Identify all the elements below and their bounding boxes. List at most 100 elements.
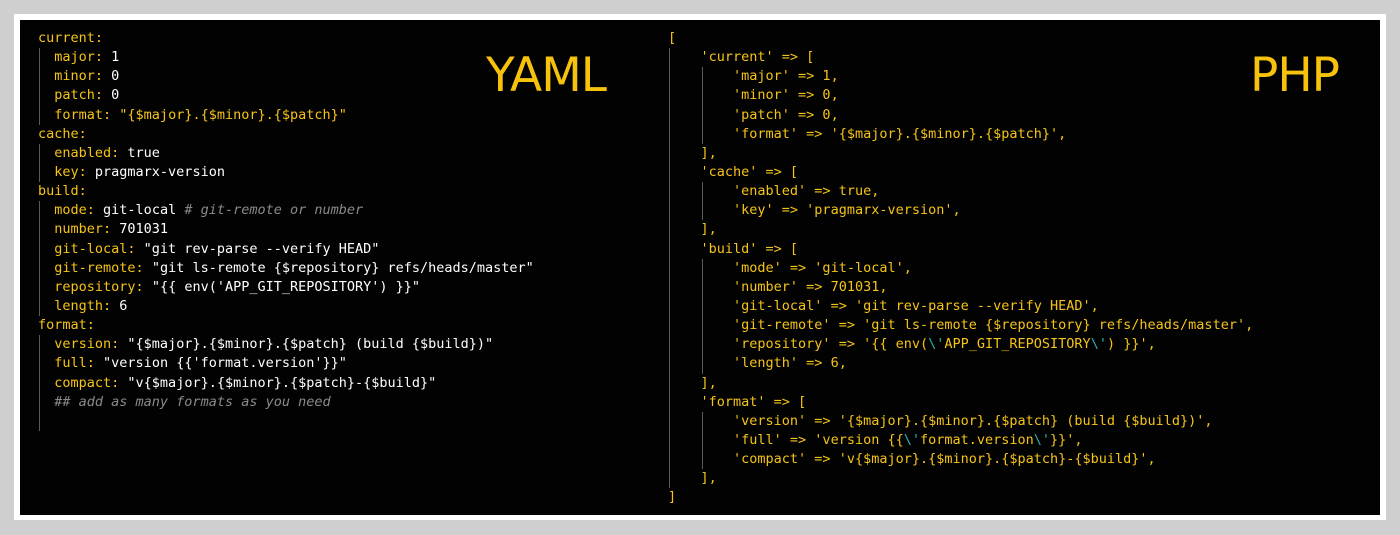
indent-space (668, 394, 701, 410)
indent-space (668, 68, 733, 84)
indent-guide (669, 335, 670, 355)
code-line: enabled: true (38, 143, 534, 163)
yaml-code-pane: current: major: 1 minor: 0 patch: 0 form… (20, 20, 660, 515)
code-token: ] (668, 489, 677, 506)
indent-space (38, 202, 54, 218)
indent-guide (669, 316, 670, 336)
indent-space (38, 221, 54, 237)
indent-space (668, 202, 733, 218)
indent-guide (701, 67, 703, 87)
indent-guide (669, 182, 670, 202)
code-line: 'enabled' => true, (668, 182, 1253, 202)
code-token: format: (38, 317, 95, 334)
indent-space (668, 107, 733, 123)
code-token: 'key' => 'pragmarx-version', (733, 202, 961, 219)
indent-guide (39, 86, 40, 106)
code-token: mode: (54, 202, 104, 219)
code-token: 0 (111, 68, 120, 85)
code-line: 'repository' => '{{ env(\'APP_GIT_REPOSI… (668, 335, 1253, 355)
code-line: 'format' => [ (668, 392, 1253, 412)
code-token: 'mode' => 'git-local', (733, 259, 912, 276)
code-line: 'format' => '{$major}.{$minor}.{$patch}'… (668, 124, 1253, 144)
code-token: 'cache' => [ (700, 163, 799, 180)
code-token: major: (54, 49, 112, 66)
yaml-code-block: current: major: 1 minor: 0 patch: 0 form… (38, 29, 534, 431)
indent-guide (669, 392, 670, 412)
code-line: 'current' => [ (668, 48, 1253, 68)
code-token: key: (54, 163, 95, 180)
indent-guide (39, 48, 40, 68)
indent-guide (669, 220, 670, 240)
code-token: }}', (1050, 431, 1083, 448)
indent-guide (669, 258, 670, 278)
code-token: compact: (54, 374, 128, 391)
indent-guide (701, 258, 703, 278)
indent-guide (39, 162, 40, 183)
code-line: git-remote: "git ls-remote {$repository}… (38, 258, 534, 278)
code-token: full: (54, 355, 104, 372)
code-token: APP_GIT_REPOSITORY (944, 336, 1091, 353)
code-line: key: pragmarx-version (38, 162, 534, 183)
code-token: build: (38, 183, 87, 200)
indent-guide (701, 430, 703, 451)
php-title: PHP (1250, 48, 1340, 103)
indent-guide (39, 392, 40, 412)
code-token: "v{$major}.{$minor}.{$patch}-{$build}" (127, 374, 437, 391)
code-token: true (127, 144, 160, 161)
code-token: \' (928, 336, 945, 353)
code-token: 'repository' => '{{ env( (733, 336, 929, 353)
indent-guide (669, 469, 670, 489)
code-line: version: "{$major}.{$minor}.{$patch} (bu… (38, 335, 534, 355)
indent-guide (669, 239, 670, 259)
indent-space (668, 260, 733, 276)
code-token: # git-remote or number (184, 202, 364, 219)
indent-space (38, 241, 54, 257)
code-token: ], (700, 144, 717, 161)
code-line: 'mode' => 'git-local', (668, 258, 1253, 278)
code-line: minor: 0 (38, 67, 534, 87)
indent-space (38, 145, 54, 161)
code-line: ], (668, 373, 1253, 393)
code-line: [ (668, 29, 1253, 48)
code-token: 'full' => 'version {{ (733, 431, 904, 448)
code-token: 'minor' => 0, (733, 87, 839, 104)
code-token: "{$major}.{$minor}.{$patch} (build {$bui… (127, 336, 494, 353)
code-token: \' (903, 431, 920, 448)
php-code-block: [ 'current' => [ 'major' => 1, 'minor' =… (668, 29, 1253, 508)
indent-guide (701, 105, 703, 125)
code-line: 'key' => 'pragmarx-version', (668, 201, 1253, 221)
code-token: repository: (54, 278, 152, 295)
code-token: 'number' => 701031, (733, 278, 888, 295)
indent-guide (701, 277, 703, 297)
indent-space (668, 355, 733, 371)
code-token: ], (700, 374, 717, 391)
code-token: 'format' => [ (700, 393, 807, 410)
code-token: 0 (111, 87, 120, 104)
indent-space (38, 375, 54, 391)
code-line: compact: "v{$major}.{$minor}.{$patch}-{$… (38, 373, 534, 393)
indent-guide (39, 105, 40, 125)
indent-space (38, 107, 54, 123)
indent-space (38, 336, 54, 352)
indent-guide (701, 201, 703, 221)
indent-space (38, 279, 54, 295)
indent-guide (669, 86, 670, 106)
indent-space (668, 451, 733, 467)
indent-space (668, 375, 701, 391)
code-token: "git rev-parse --verify HEAD" (143, 240, 380, 257)
code-token: \' (1090, 336, 1107, 353)
indent-space (668, 470, 701, 486)
code-token: patch: (54, 87, 112, 104)
code-line: 'version' => '{$major}.{$minor}.{$patch}… (668, 411, 1253, 431)
indent-guide (669, 201, 670, 221)
code-token: git-remote: (54, 259, 152, 276)
code-token: 'compact' => 'v{$major}.{$minor}.{$patch… (733, 451, 1156, 468)
code-line: 'git-local' => 'git rev-parse --verify H… (668, 296, 1253, 317)
code-token: git-local (103, 202, 185, 219)
indent-guide (39, 335, 40, 355)
indent-guide (701, 296, 703, 317)
indent-space (668, 126, 733, 142)
code-token: "{{ env('APP_GIT_REPOSITORY') }}" (151, 278, 421, 295)
indent-space (668, 145, 701, 161)
indent-guide (39, 277, 40, 297)
